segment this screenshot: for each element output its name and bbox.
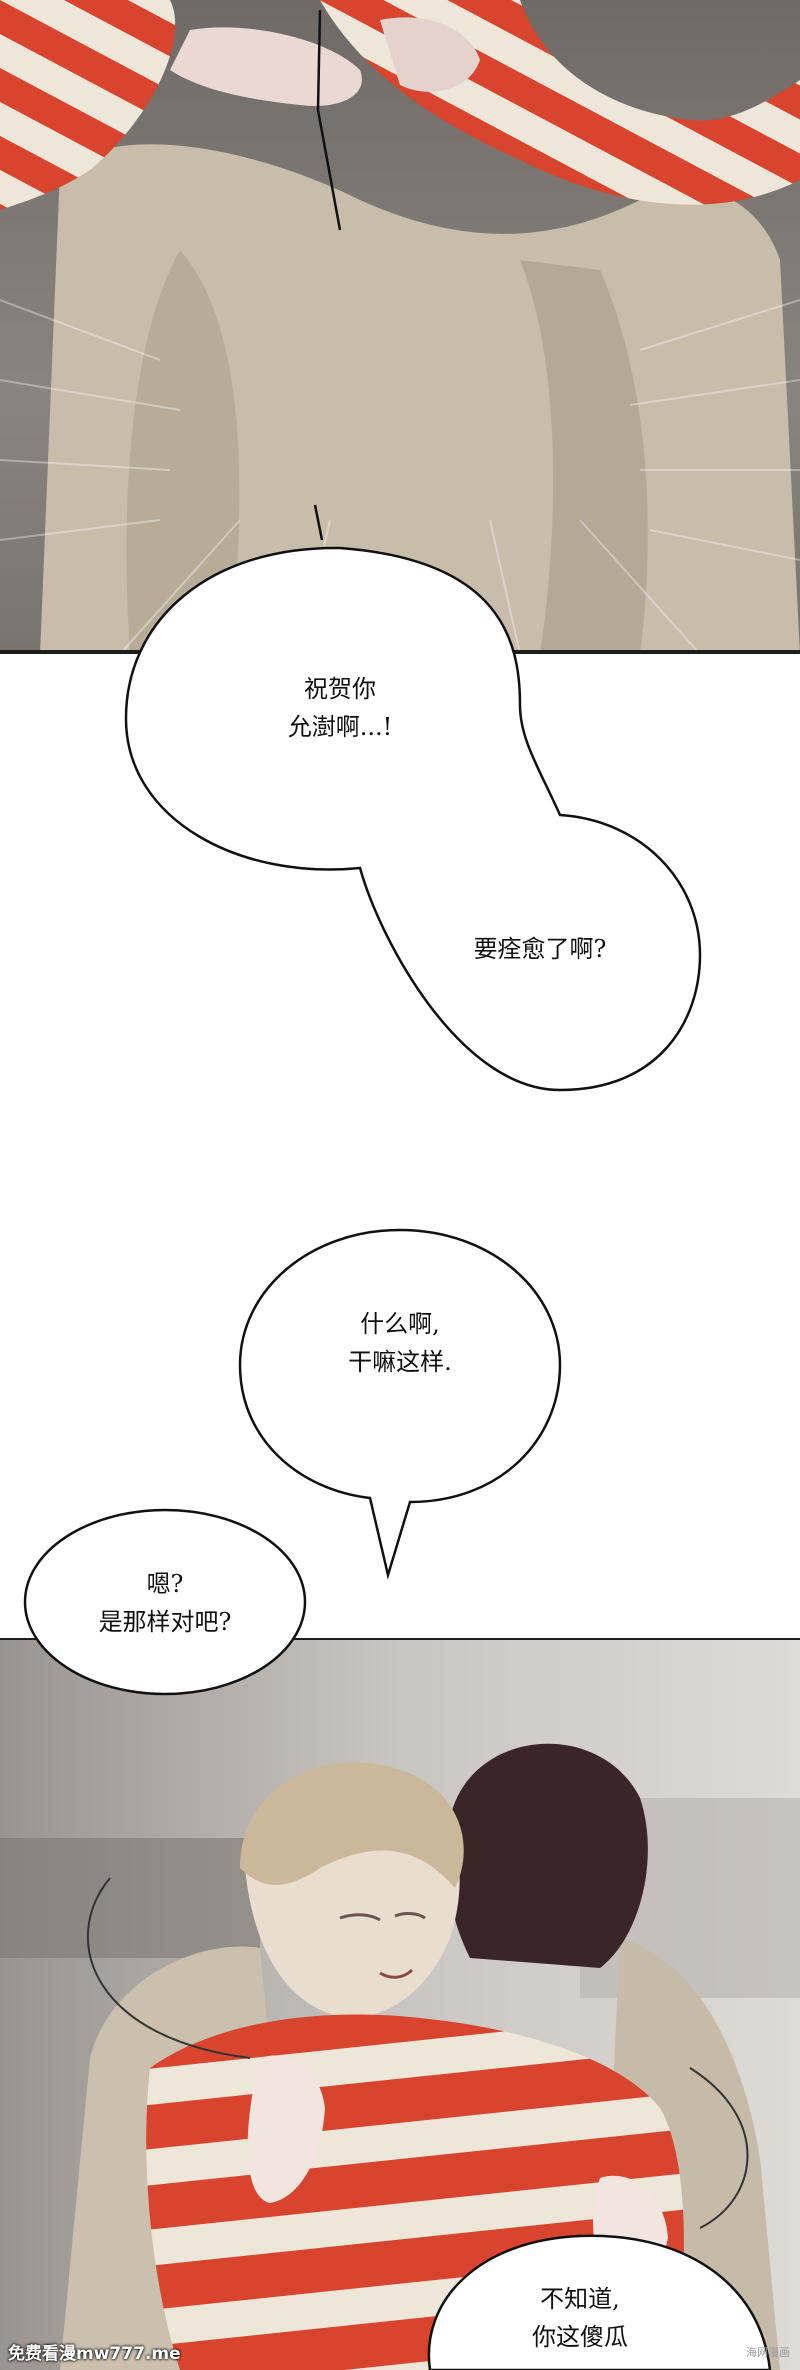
bubble-2-text: 要痊愈了啊? <box>440 930 640 968</box>
bubble-4-line-1: 嗯? <box>146 1570 184 1598</box>
panel-hug-closeup-art <box>0 0 800 654</box>
bubble-3-line-2: 干嘛这样. <box>348 1348 452 1376</box>
bubble-2-line-1: 要痊愈了啊? <box>473 935 607 963</box>
bubble-5-line-1: 不知道, <box>540 2285 620 2313</box>
speech-bubble-right <box>23 1508 307 1696</box>
bubble-1-line-1: 祝贺你 <box>304 675 376 703</box>
speech-bubble-what <box>238 1228 562 1580</box>
watermark-right: 海网漫画 <box>746 2346 790 2359</box>
speech-bubble-congrats <box>124 9 702 1092</box>
bubble-4-text: 嗯? 是那样对吧? <box>65 1565 265 1641</box>
bubble-3-line-1: 什么啊, <box>360 1310 440 1338</box>
bubble-5-text: 不知道, 你这傻瓜 <box>490 2280 670 2356</box>
bubble-1-line-2: 允澍啊...! <box>287 713 393 741</box>
speech-bubble-dont-know <box>427 2234 772 2370</box>
panel-hug-closeup <box>0 0 800 654</box>
bubble-4-line-2: 是那样对吧? <box>98 1608 232 1636</box>
bubble-1-text: 祝贺你 允澍啊...! <box>240 670 440 746</box>
watermark-left: 免费看漫mw777.me <box>8 2344 181 2364</box>
bubble-5-line-2: 你这傻瓜 <box>532 2323 628 2351</box>
bubble-3-text: 什么啊, 干嘛这样. <box>300 1305 500 1381</box>
